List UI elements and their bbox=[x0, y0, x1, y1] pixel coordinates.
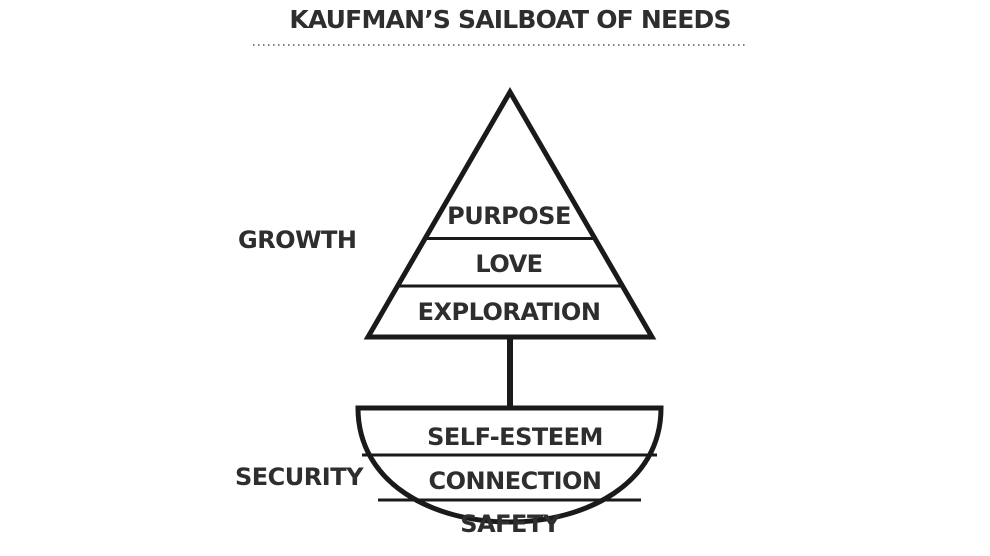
sail-triangle bbox=[363, 87, 657, 340]
diagram-title: KAUFMAN’S SAILBOAT OF NEEDS bbox=[289, 5, 730, 34]
sail-layer-purpose: PURPOSE bbox=[447, 202, 571, 230]
hull-layer-connection: CONNECTION bbox=[429, 467, 602, 495]
sail-layer-exploration: EXPLORATION bbox=[418, 298, 601, 326]
group-label-security: SECURITY bbox=[235, 463, 364, 491]
hull-bowl bbox=[355, 405, 664, 525]
sail-layer-love: LOVE bbox=[475, 250, 542, 278]
group-label-growth: GROWTH bbox=[238, 226, 357, 254]
hull-layer-self-esteem: SELF-ESTEEM bbox=[427, 423, 603, 451]
hull-layer-safety: SAFETY bbox=[460, 510, 561, 538]
